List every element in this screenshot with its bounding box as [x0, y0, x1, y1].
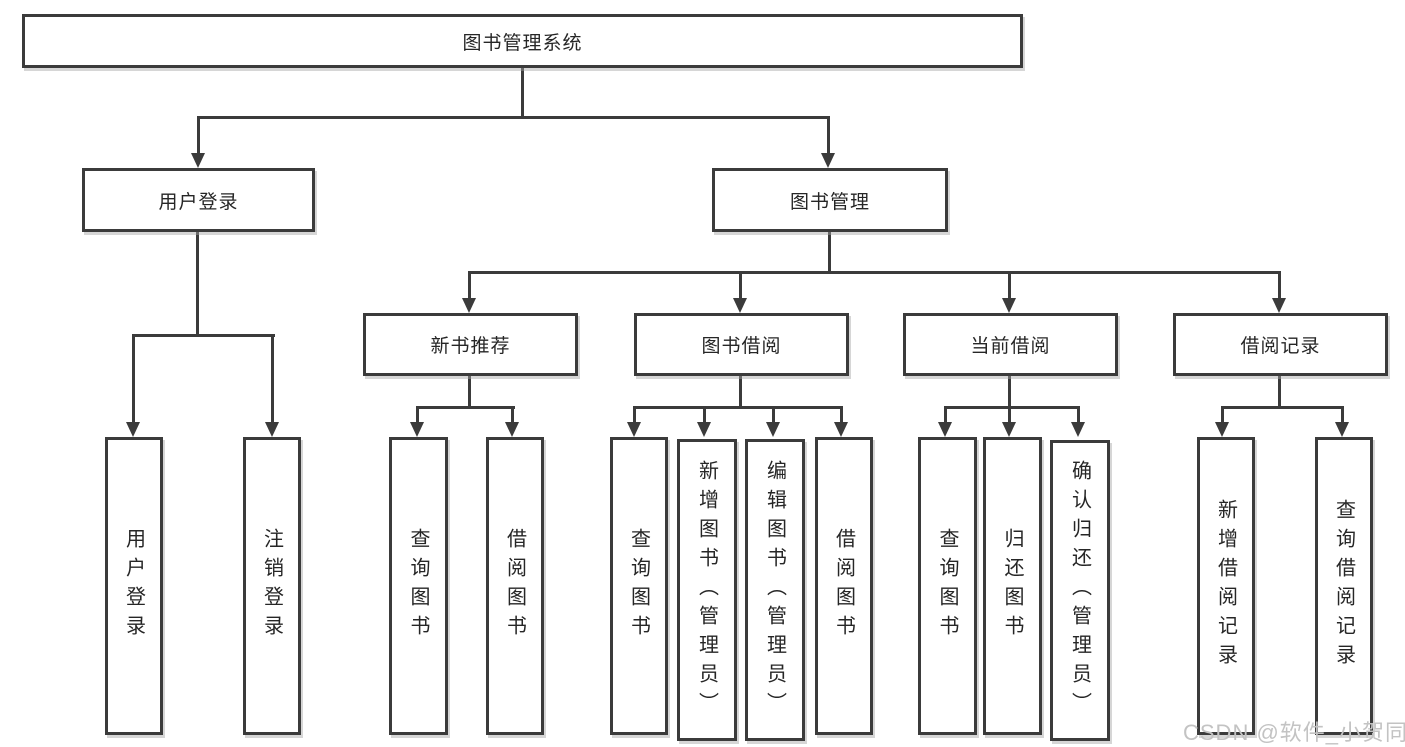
arrowhead-groupB-1	[410, 422, 424, 437]
arrowhead-groupC-4	[834, 422, 848, 437]
node-borrow-books-borrowing: 借阅图书	[815, 437, 873, 735]
connector-drop-book-mgmt	[827, 116, 830, 154]
node-book-borrowing: 图书借阅	[634, 313, 849, 376]
connector-groupE-drop1	[1221, 406, 1224, 423]
connector-login-rail	[132, 334, 275, 337]
connector-groupC-drop3	[772, 406, 775, 423]
connector-groupC-drop2	[703, 406, 706, 423]
arrowhead-groupC-2	[697, 422, 711, 437]
node-query-borrow-record: 查询借阅记录	[1315, 437, 1373, 735]
arrowhead-groupD-1	[938, 422, 952, 437]
connector-groupD-drop3	[1077, 406, 1080, 423]
arrowhead-user-login	[191, 153, 205, 168]
connector-mgmt-stem	[828, 232, 831, 274]
arrowhead-new-books	[462, 298, 476, 313]
arrowhead-groupD-3	[1071, 422, 1085, 437]
connector-groupB-drop2	[511, 406, 514, 423]
node-query-books-borrowing: 查询图书	[610, 437, 668, 735]
connector-groupD-drop2	[1008, 406, 1011, 423]
connector-level1-rail	[197, 116, 830, 119]
node-user-login: 用户登录	[82, 168, 315, 232]
arrowhead-login-action	[126, 422, 140, 437]
connector-drop-new-books	[468, 271, 471, 299]
node-borrowing-records: 借阅记录	[1173, 313, 1388, 376]
arrowhead-book-mgmt	[821, 153, 835, 168]
connector-groupD-drop1	[944, 406, 947, 423]
arrowhead-book-borrow	[733, 298, 747, 313]
node-user-login-action: 用户登录	[105, 437, 163, 735]
connector-groupD-rail	[944, 406, 1080, 409]
connector-drop-book-borrow	[739, 271, 742, 299]
node-add-borrow-record: 新增借阅记录	[1197, 437, 1255, 735]
connector-groupE-rail	[1221, 406, 1344, 409]
connector-groupC-drop4	[840, 406, 843, 423]
connector-groupB-rail	[416, 406, 515, 409]
node-root-system: 图书管理系统	[22, 14, 1023, 68]
node-new-book-recommend: 新书推荐	[363, 313, 578, 376]
node-query-books-recommend: 查询图书	[389, 437, 448, 735]
arrowhead-groupE-1	[1215, 422, 1229, 437]
arrowhead-groupB-2	[505, 422, 519, 437]
arrowhead-current-borrow	[1002, 298, 1016, 313]
node-book-management: 图书管理	[712, 168, 948, 232]
connector-groupE-stem	[1278, 376, 1281, 408]
connector-groupB-drop1	[416, 406, 419, 423]
connector-groupD-stem	[1008, 376, 1011, 408]
connector-level3-rail	[468, 271, 1281, 274]
node-query-books-current: 查询图书	[918, 437, 977, 735]
node-current-borrowing: 当前借阅	[903, 313, 1118, 376]
connector-groupC-stem	[739, 376, 742, 408]
arrowhead-groupE-2	[1335, 422, 1349, 437]
arrowhead-groupC-1	[627, 422, 641, 437]
connector-groupE-drop2	[1341, 406, 1344, 423]
connector-groupB-stem	[468, 376, 471, 408]
arrowhead-borrow-records	[1272, 298, 1286, 313]
node-root-label: 图书管理系统	[462, 32, 583, 54]
node-add-book-admin: 新增图书（管理员）	[677, 439, 737, 741]
connector-drop-user-login	[197, 116, 200, 154]
node-logout: 注销登录	[243, 437, 301, 735]
node-return-book: 归还图书	[983, 437, 1042, 735]
connector-groupC-drop1	[633, 406, 636, 423]
node-borrow-books-recommend: 借阅图书	[486, 437, 544, 735]
connector-drop-login-action	[132, 334, 135, 423]
arrowhead-logout	[265, 422, 279, 437]
connector-drop-logout	[271, 334, 274, 423]
connector-drop-current-borrow	[1008, 271, 1011, 299]
connector-drop-borrow-records	[1278, 271, 1281, 299]
connector-groupC-rail	[633, 406, 843, 409]
node-confirm-return-admin: 确认归还（管理员）	[1050, 440, 1110, 741]
csdn-watermark: CSDN @软件_小贺同学	[1183, 720, 1405, 745]
node-edit-book-admin: 编辑图书（管理员）	[745, 439, 805, 741]
arrowhead-groupD-2	[1002, 422, 1016, 437]
connector-root-stem	[521, 68, 524, 118]
connector-login-stem	[196, 232, 199, 337]
arrowhead-groupC-3	[766, 422, 780, 437]
